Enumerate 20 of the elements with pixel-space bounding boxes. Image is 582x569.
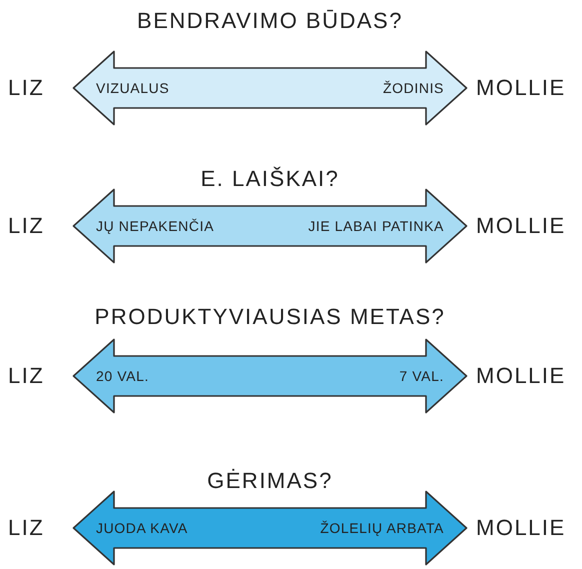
- scale-label: JŲ NEPAKENČIA: [96, 217, 214, 235]
- scale-label: 7 VAL.: [399, 367, 444, 385]
- question-heading: GĖRIMAS?: [207, 468, 333, 494]
- scale-label: 20 VAL.: [96, 367, 149, 385]
- person-name: LIZ: [8, 75, 44, 101]
- scale-label: ŽOLELIŲ ARBATA: [320, 519, 444, 537]
- person-name: MOLLIE: [476, 515, 566, 541]
- person-name: LIZ: [8, 515, 44, 541]
- scale-label: JIE LABAI PATINKA: [308, 217, 444, 235]
- person-name: LIZ: [8, 213, 44, 239]
- question-heading: PRODUKTYVIAUSIAS METAS?: [94, 304, 446, 330]
- person-name: MOLLIE: [476, 213, 566, 239]
- person-name: MOLLIE: [476, 75, 566, 101]
- person-name: MOLLIE: [476, 363, 566, 389]
- question-heading: E. LAIŠKAI?: [200, 166, 340, 192]
- question-heading: BENDRAVIMO BŪDAS?: [137, 8, 403, 34]
- scale-label: JUODA KAVA: [96, 519, 188, 537]
- scale-label: ŽODINIS: [383, 79, 444, 97]
- person-name: LIZ: [8, 363, 44, 389]
- scale-label: VIZUALUS: [96, 79, 170, 97]
